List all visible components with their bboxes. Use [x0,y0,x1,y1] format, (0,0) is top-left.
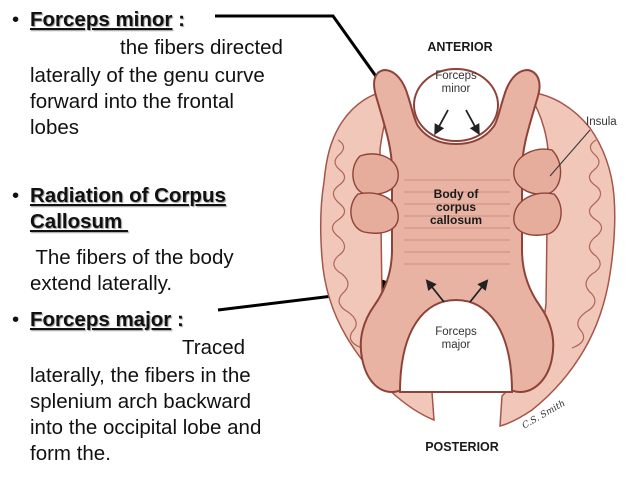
forceps-major-label-line-1: Forceps [435,326,477,338]
radiation-heading-line-2: Callosum [30,210,128,234]
radiation-line-2: extend laterally. [30,272,173,295]
bullet-marker: • [12,184,20,207]
forceps-minor-line-3: forward into the frontal [30,90,234,113]
body-label-line-3: callosum [429,213,483,227]
bullet-marker: • [12,308,20,331]
forceps-minor-term: Forceps minor [30,8,173,31]
left-insula [350,153,399,234]
forceps-minor-label: Forceps minor [426,70,486,96]
insula-leader [549,129,591,177]
gyri-texture [331,139,603,349]
anterior-label: ANTERIOR [427,40,493,54]
posterior-opening [398,298,514,393]
insula-label: Insula [586,116,617,128]
radiation-heading-line-1: Radiation of Corpus [30,184,226,208]
radiation-line-1: The fibers of the body [30,246,234,269]
forceps-major-heading: Forceps major : [30,308,184,332]
forceps-major-colon: : [171,308,184,331]
fiber-arrows [425,109,489,303]
forceps-minor-colon: : [172,8,185,31]
forceps-minor-label-line-2: minor [441,83,471,95]
forceps-major-label: Forceps major [426,326,486,352]
forceps-major-term: Forceps major [30,308,172,331]
forceps-major-line-5: form the. [30,442,111,465]
forceps-minor-heading: Forceps minor : [30,8,185,32]
forceps-major-label-line-2: major [441,339,471,351]
forceps-minor-line-2: laterally of the genu curve [30,64,265,87]
fiber-striations [404,179,510,265]
forceps-minor-label-line-1: Forceps [435,70,477,82]
forceps-major-line-1: Traced [182,336,246,359]
body-label-line-1: Body of [433,187,479,201]
bullet-marker: • [12,8,20,31]
anterior-opening [413,68,499,142]
body-label: Body of corpus callosum [420,188,492,227]
radiation-term-line-2: Callosum [30,210,128,233]
forceps-minor-line-4: lobes [30,116,80,139]
forceps-major-line-3: splenium arch backward [30,390,252,413]
corpus-callosum-body [359,68,555,394]
posterior-label: POSTERIOR [425,440,499,454]
forceps-major-line-2: laterally, the fibers in the [30,364,251,387]
forceps-major-line-4: into the occipital lobe and [30,416,262,439]
body-label-line-2: corpus [435,200,476,214]
radiation-term-line-1: Radiation of Corpus [30,184,226,207]
right-insula [513,148,562,236]
